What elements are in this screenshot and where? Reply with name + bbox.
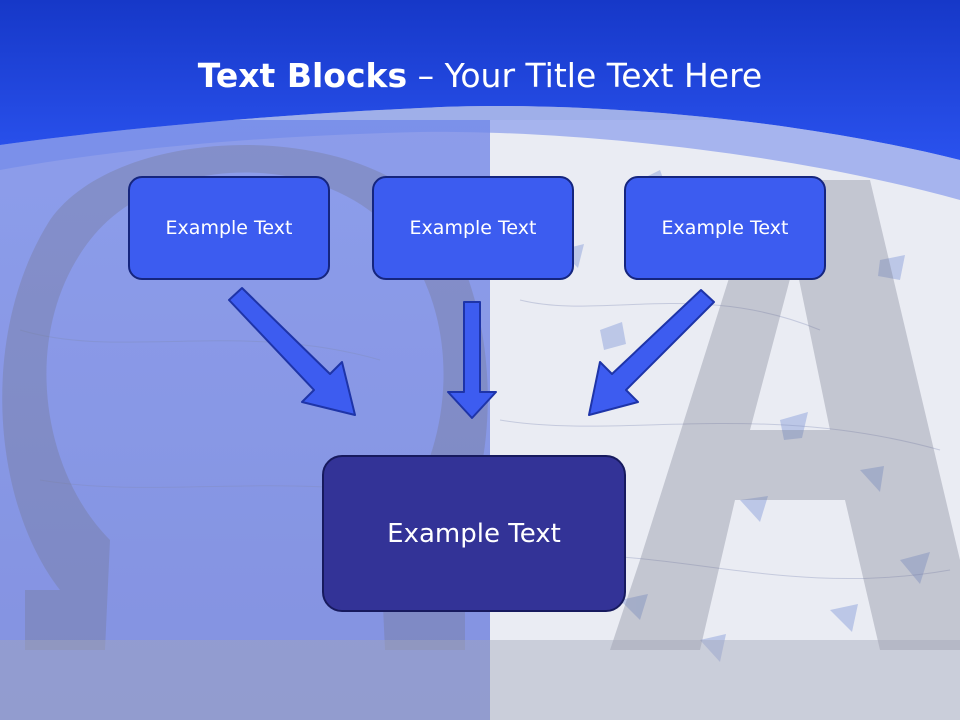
- text-block-bottom-label: Example Text: [387, 518, 561, 549]
- arrow-right-to-bottom: [588, 289, 715, 416]
- text-block-right[interactable]: Example Text: [624, 176, 826, 280]
- title-bold: Text Blocks: [197, 56, 408, 95]
- arrow-left-to-bottom: [228, 287, 356, 416]
- text-block-center[interactable]: Example Text: [372, 176, 574, 280]
- title-rest: – Your Title Text Here: [407, 56, 763, 95]
- text-block-bottom[interactable]: Example Text: [322, 455, 626, 612]
- text-block-left-label: Example Text: [165, 217, 293, 239]
- slide-title: Text Blocks – Your Title Text Here: [0, 52, 960, 100]
- text-block-center-label: Example Text: [409, 217, 537, 239]
- text-block-left[interactable]: Example Text: [128, 176, 330, 280]
- arrow-center-to-bottom: [447, 301, 497, 419]
- text-block-right-label: Example Text: [661, 217, 789, 239]
